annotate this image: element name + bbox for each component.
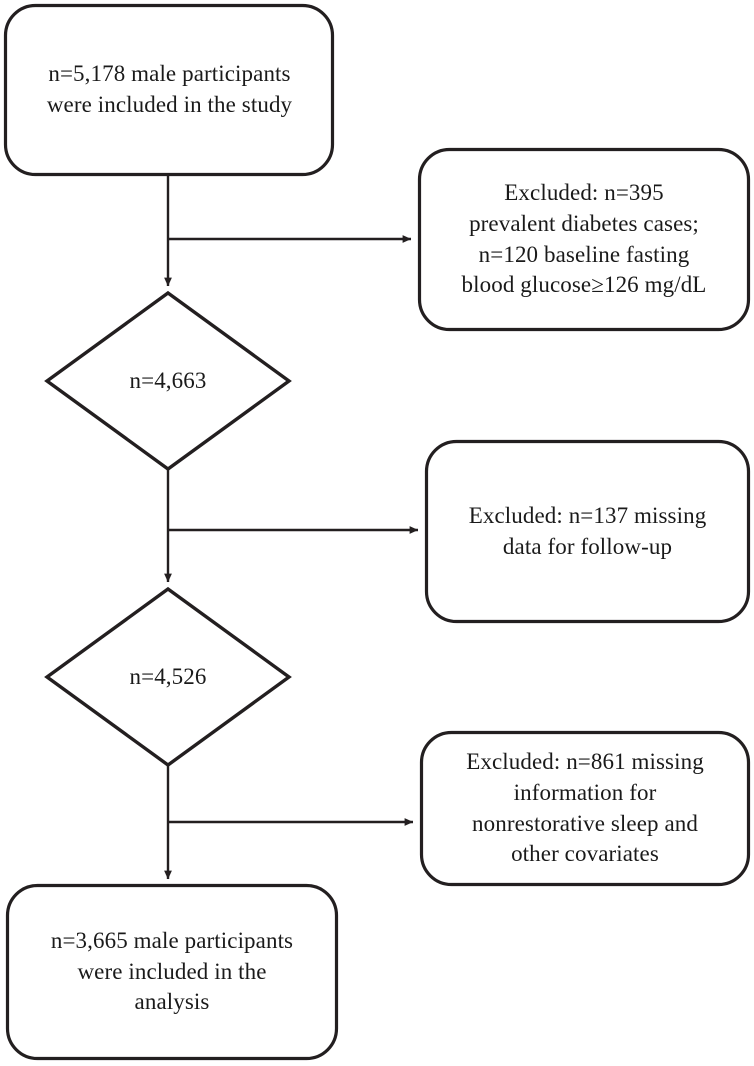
decision-2-label: n=4,526: [129, 663, 207, 689]
enrollment-box-label: n=5,178 male participants were included …: [46, 61, 293, 117]
exclusion-box-1-shape: [417, 147, 751, 332]
exclusion-box-1-label: Excluded: n=395 prevalent diabetes cases…: [461, 180, 707, 298]
exclusion-box-2-label: Excluded: n=137 missing data for follow-…: [468, 502, 707, 559]
decision-1-label: n=4,663: [129, 367, 207, 393]
analysis-box-label: n=3,665 male participants were included …: [50, 928, 294, 1015]
exclusion-box-3-label: Excluded: n=861 missing information for …: [466, 749, 704, 867]
analysis-box-shape: [5, 883, 339, 1061]
exclusion-box-3-shape: [419, 730, 751, 887]
exclusion-box-2-shape: [424, 439, 751, 624]
